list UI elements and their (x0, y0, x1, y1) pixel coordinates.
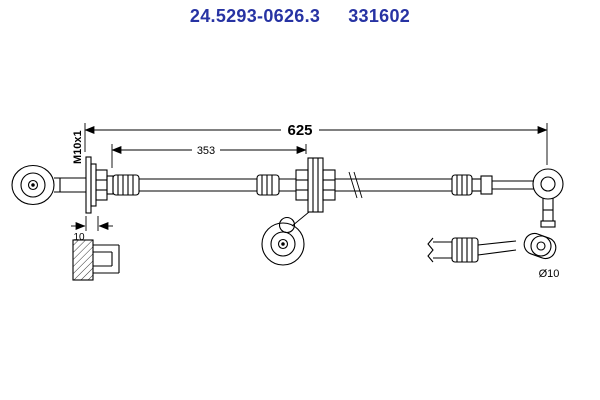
left-banjo-fitting (11, 164, 86, 206)
thread-spec-label: M10x1 (72, 130, 84, 164)
part-number: 24.5293-0626.3 (189, 6, 321, 26)
dim-10-label: 10 (73, 232, 85, 243)
hose-diameter-label: Ø10 (539, 268, 560, 280)
dimension-bracket-thickness: 10 (71, 216, 113, 243)
dim-353-label: 353 (197, 145, 215, 157)
dimension-overall-length: 625 (84, 122, 548, 165)
grommet-face-view (261, 211, 310, 266)
header: 24.5293-0626.3 331602 (0, 6, 600, 27)
dim-625-label: 625 (287, 122, 312, 139)
hose-body (112, 157, 534, 213)
mounting-bracket (85, 156, 114, 214)
bracket-cross-section (72, 239, 120, 281)
dimension-segment-length: 353 (111, 144, 307, 168)
right-banjo-fitting (532, 168, 564, 228)
reference-number: 331602 (348, 6, 411, 26)
hose-end-detail: Ø10 (427, 232, 560, 280)
